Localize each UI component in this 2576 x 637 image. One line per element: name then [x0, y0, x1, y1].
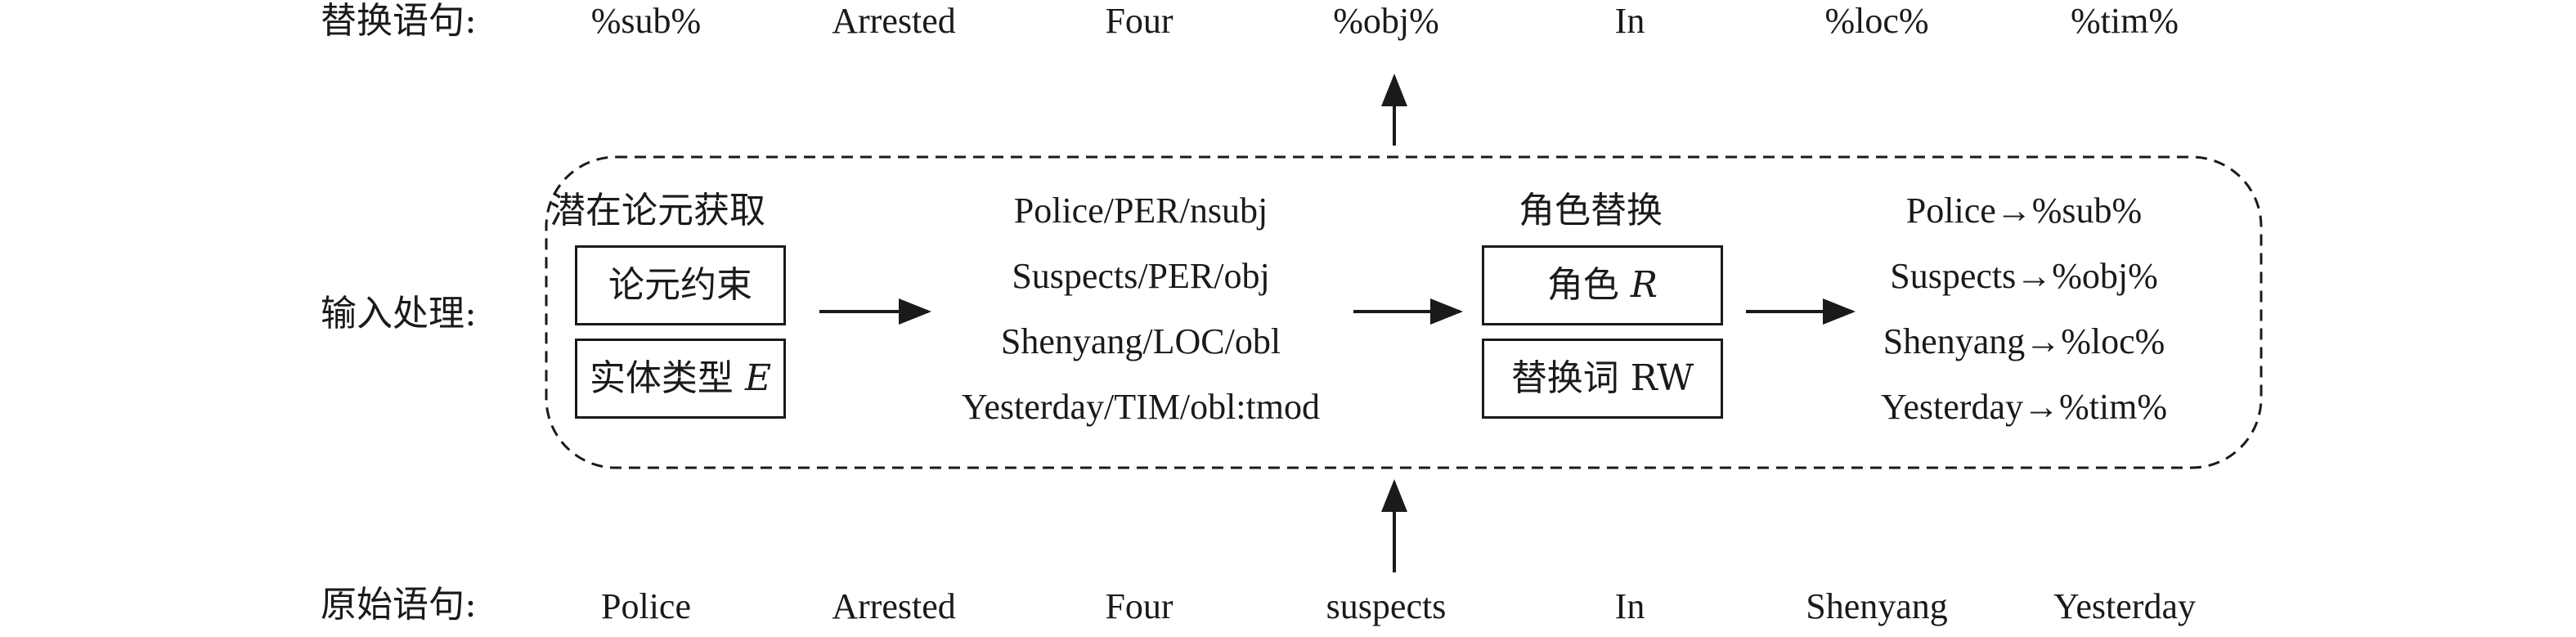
input-processing-label: 输入处理: [321, 293, 477, 334]
stage1-title: 潜在论元获取 [550, 190, 765, 231]
processing-region [545, 155, 2263, 469]
replacement-mapping: Yesterday→%tim% [1881, 387, 2167, 427]
replaced-token: %obj% [1333, 1, 1439, 41]
original-token: Police [601, 586, 691, 626]
replacement-mapping: Shenyang→%loc% [1883, 321, 2165, 361]
original-token: Four [1105, 586, 1174, 626]
original-token: Shenyang [1806, 586, 1948, 626]
replacement-mapping: Suspects→%obj% [1890, 256, 2158, 296]
role-variable: R [1630, 264, 1658, 306]
replacement-mapping: Police→%sub% [1905, 191, 2143, 231]
argument-annotation: Police/PER/nsubj [1013, 191, 1268, 231]
entity-type-box: 实体类型 E [575, 339, 786, 419]
stage3-title: 角色替换 [1519, 190, 1663, 231]
role-label: 角色 [1546, 264, 1619, 306]
original-token: suspects [1326, 586, 1447, 626]
replacement-word-label: 替换词 RW [1510, 357, 1694, 399]
entity-type-variable: E [744, 357, 772, 399]
replaced-token: %sub% [590, 1, 702, 41]
argument-constraint-box: 论元约束 [575, 245, 786, 325]
argument-annotation: Suspects/PER/obj [1012, 256, 1270, 296]
replaced-token: %tim% [2071, 1, 2179, 41]
original-sentence-label: 原始语句: [321, 584, 477, 626]
original-token: Yesterday [2053, 586, 2196, 626]
replacement-word-box: 替换词 RW [1482, 339, 1723, 419]
replaced-token: In [1614, 1, 1645, 41]
original-token: Arrested [832, 586, 956, 626]
replaced-token: %loc% [1824, 1, 1929, 41]
argument-annotation: Shenyang/LOC/obl [1000, 321, 1281, 361]
argument-constraint-label: 论元约束 [608, 264, 752, 306]
replaced-sentence-label: 替换语句: [321, 0, 477, 42]
entity-type-label: 实体类型 [589, 357, 734, 399]
replaced-token: Four [1105, 1, 1174, 41]
original-token: In [1614, 586, 1645, 626]
argument-annotation: Yesterday/TIM/obl:tmod [962, 387, 1320, 427]
replaced-token: Arrested [832, 1, 956, 41]
role-box: 角色 R [1482, 245, 1723, 325]
